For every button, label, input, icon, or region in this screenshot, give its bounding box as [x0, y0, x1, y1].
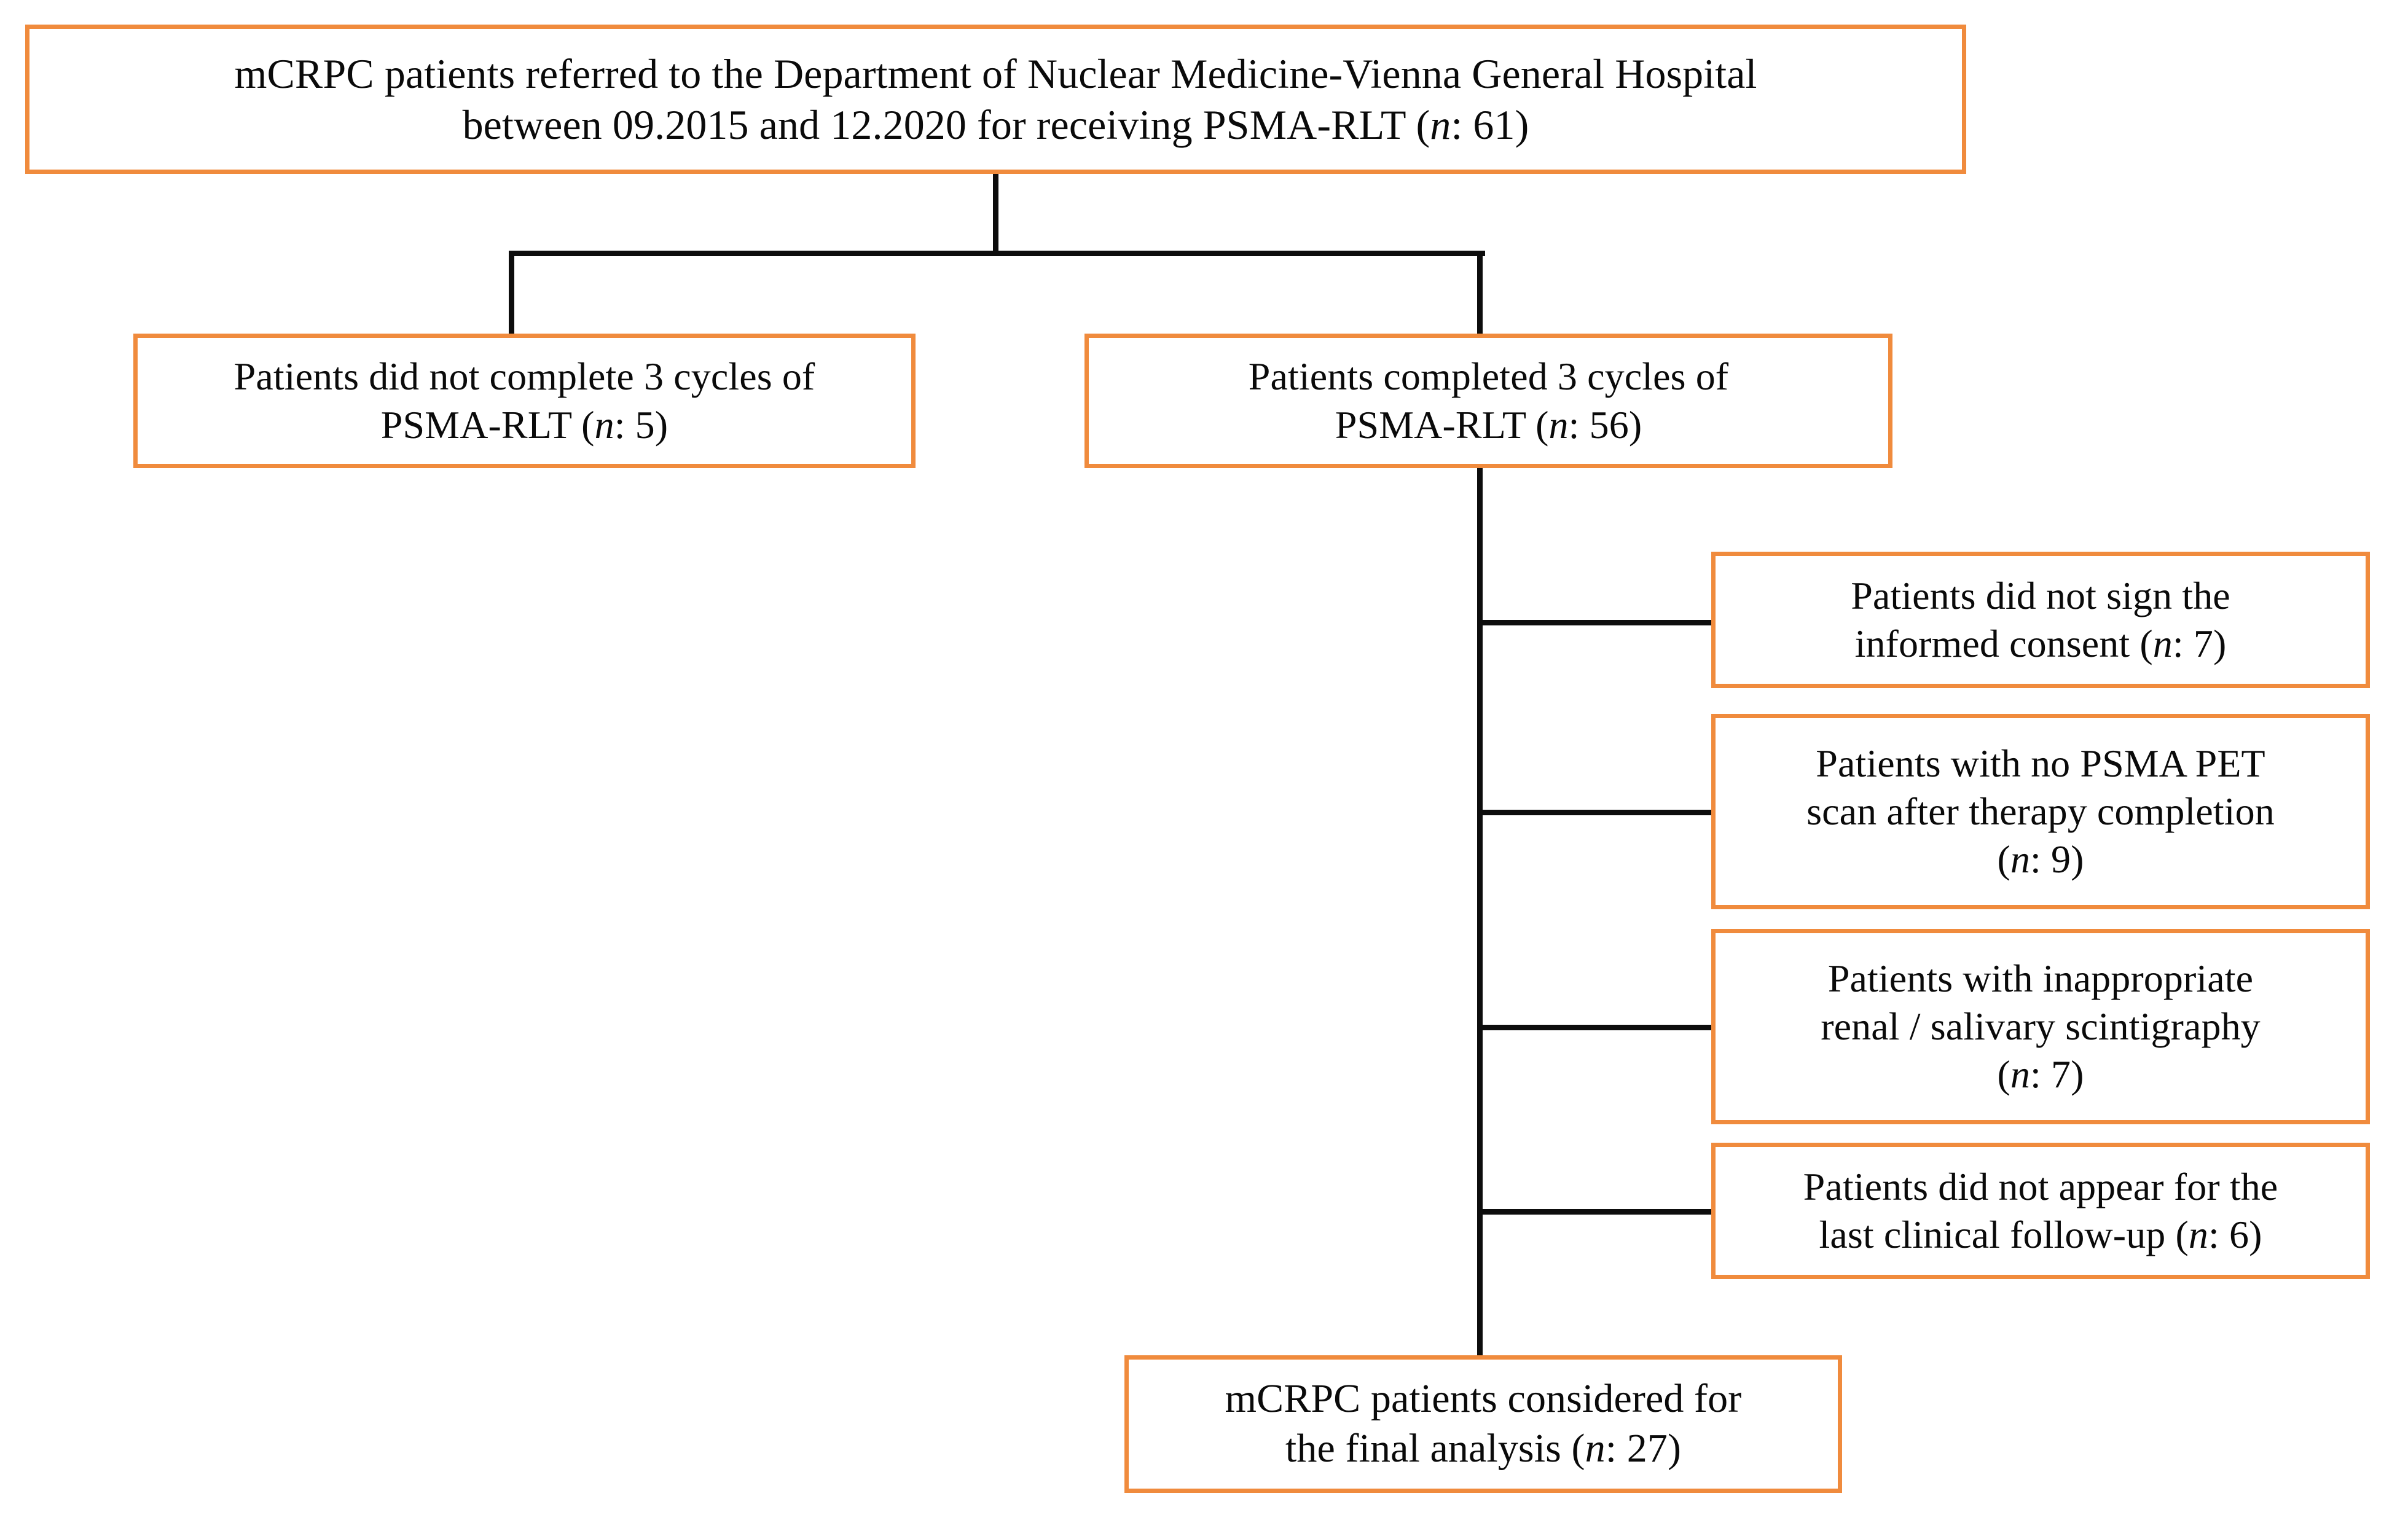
connector-split-bar: [509, 251, 1485, 256]
node-incomplete-line2-pre: PSMA-RLT (: [380, 402, 595, 447]
node-incomplete-line2-post: : 5): [614, 402, 669, 447]
node-final-line2-pre: the final analysis (: [1285, 1426, 1585, 1471]
node-completed-line2-post: : 56): [1568, 402, 1642, 447]
node-no-pet-line3-post: : 9): [2030, 837, 2084, 882]
connector-spine-to-final: [1477, 468, 1483, 1358]
connector-enrolled-stem: [993, 174, 998, 256]
node-bad-scinti-line1: Patients with inappropriate: [1827, 956, 2254, 1000]
node-bad-scinti-line2: renal / salivary scintigraphy: [1821, 1004, 2261, 1048]
node-final-text: mCRPC patients considered for the final …: [1212, 1374, 1755, 1473]
node-no-psma-pet-scan: Patients with no PSMA PET scan after the…: [1711, 714, 2370, 909]
node-completed-line1: Patients completed 3 cycles of: [1248, 354, 1729, 399]
node-incomplete-n-symbol: n: [594, 402, 614, 447]
node-enrolled-line1: mCRPC patients referred to the Departmen…: [234, 50, 1757, 97]
node-bad-scinti-n-symbol: n: [2010, 1052, 2031, 1097]
connector-drop-completed: [1477, 251, 1483, 336]
node-no-consent-line2-pre: informed consent (: [1854, 622, 2153, 665]
node-completed-cycles: Patients completed 3 cycles of PSMA-RLT …: [1084, 334, 1892, 468]
node-incomplete-text: Patients did not complete 3 cycles of PS…: [221, 353, 829, 448]
node-final-line1: mCRPC patients considered for: [1225, 1376, 1742, 1422]
node-enrolled-patients: mCRPC patients referred to the Departmen…: [25, 25, 1966, 174]
node-final-analysis-cohort: mCRPC patients considered for the final …: [1124, 1355, 1842, 1493]
node-completed-text: Patients completed 3 cycles of PSMA-RLT …: [1235, 353, 1742, 448]
node-no-consent-text: Patients did not sign the informed conse…: [1837, 572, 2244, 668]
connector-stub-no-followup: [1477, 1209, 1714, 1215]
node-completed-n-symbol: n: [1548, 402, 1569, 447]
node-no-followup-line2-pre: last clinical follow-up (: [1819, 1213, 2189, 1256]
node-no-consent-n-symbol: n: [2152, 622, 2173, 665]
node-enrolled-n-symbol: n: [1430, 101, 1451, 148]
node-no-followup-line1: Patients did not appear for the: [1803, 1164, 2278, 1208]
node-did-not-complete-cycles: Patients did not complete 3 cycles of PS…: [133, 334, 916, 468]
node-bad-scinti-line3-post: : 7): [2030, 1052, 2084, 1097]
node-no-pet-line1: Patients with no PSMA PET: [1816, 741, 2265, 785]
connector-stub-no-consent: [1477, 620, 1714, 625]
node-no-pet-text: Patients with no PSMA PET scan after the…: [1793, 740, 2288, 883]
node-inappropriate-scintigraphy: Patients with inappropriate renal / sali…: [1711, 929, 2370, 1124]
node-no-pet-line3-pre: (: [1997, 837, 2010, 882]
node-enrolled-line2-post: : 61): [1451, 101, 1529, 148]
node-final-line2-post: : 27): [1605, 1426, 1682, 1471]
node-no-consent-line1: Patients did not sign the: [1851, 573, 2230, 617]
node-no-pet-n-symbol: n: [2010, 837, 2031, 882]
node-no-pet-line2: scan after therapy completion: [1806, 789, 2275, 833]
node-no-followup-line2-post: : 6): [2208, 1213, 2262, 1256]
connector-drop-incomplete: [509, 251, 514, 336]
node-no-consent-line2-post: : 7): [2172, 622, 2227, 665]
node-no-informed-consent: Patients did not sign the informed conse…: [1711, 552, 2370, 688]
connector-stub-scintigraphy: [1477, 1025, 1714, 1030]
node-bad-scinti-text: Patients with inappropriate renal / sali…: [1807, 955, 2274, 1098]
node-no-followup-n-symbol: n: [2188, 1213, 2209, 1256]
node-enrolled-text: mCRPC patients referred to the Departmen…: [221, 49, 1770, 151]
node-bad-scinti-line3-pre: (: [1997, 1052, 2010, 1097]
node-completed-line2-pre: PSMA-RLT (: [1335, 402, 1549, 447]
node-enrolled-line2-pre: between 09.2015 and 12.2020 for receivin…: [462, 101, 1430, 148]
node-no-last-clinical-followup: Patients did not appear for the last cli…: [1711, 1143, 2370, 1279]
node-final-n-symbol: n: [1585, 1426, 1606, 1471]
node-no-followup-text: Patients did not appear for the last cli…: [1790, 1163, 2292, 1259]
node-incomplete-line1: Patients did not complete 3 cycles of: [233, 354, 815, 399]
connector-stub-no-pet: [1477, 810, 1714, 815]
